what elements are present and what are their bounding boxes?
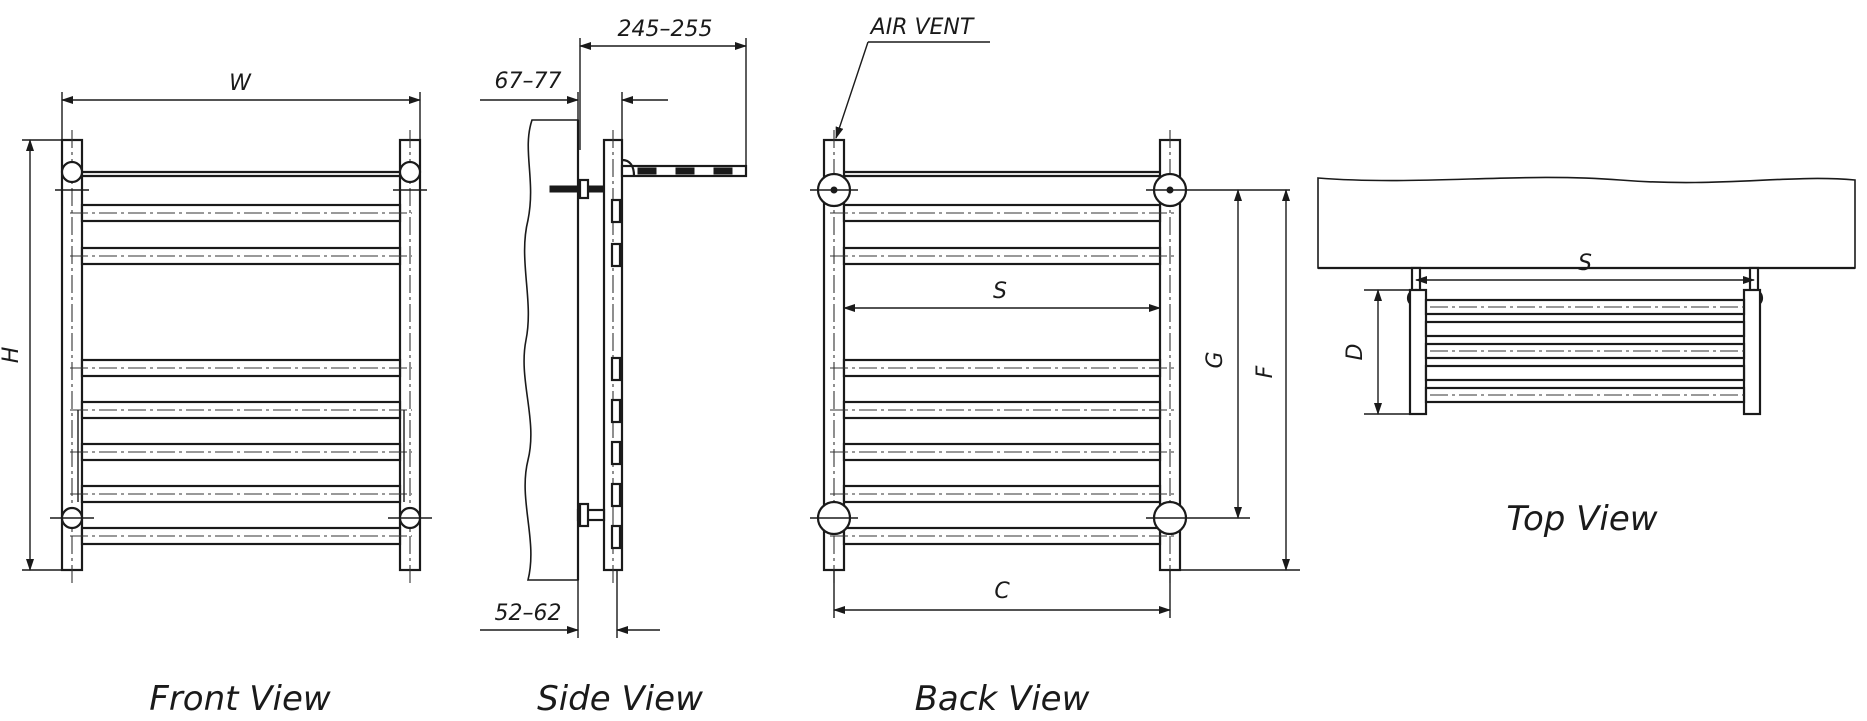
side-view-caption: Side View [537, 679, 703, 719]
back-view-caption: Back View [915, 679, 1090, 719]
top-view: S D Top View [1317, 176, 1856, 539]
front-view-caption: Front View [149, 679, 331, 719]
side-bar-caps [610, 198, 622, 550]
wall-section [523, 119, 579, 581]
top-spacing-label: S [1578, 251, 1592, 276]
back-view: AIR VENT S C G F Back View [810, 15, 1300, 719]
air-vent-label: AIR VENT [869, 15, 975, 40]
height-label: H [0, 347, 24, 364]
centers-label: C [994, 579, 1010, 604]
top-view-caption: Top View [1506, 499, 1657, 539]
front-view: W H Front View [0, 71, 432, 719]
depth-label: D [1343, 344, 1368, 361]
f-label: F [1253, 365, 1278, 378]
back-spacing-label: S [993, 279, 1007, 304]
back-bars [830, 203, 1174, 546]
top-offset-label: 67–77 [495, 69, 562, 94]
bracket-top-left [60, 160, 84, 184]
side-view: 245–255 67–77 52–62 Side View [480, 17, 748, 719]
projection-label: 245–255 [618, 17, 713, 42]
bracket-top-right [398, 160, 422, 184]
g-label: G [1203, 351, 1228, 368]
top-wall-section [1317, 176, 1856, 269]
top-bars [1424, 298, 1746, 404]
front-bars [70, 203, 412, 546]
width-label: W [229, 71, 252, 96]
bottom-offset-label: 52–62 [495, 601, 562, 626]
